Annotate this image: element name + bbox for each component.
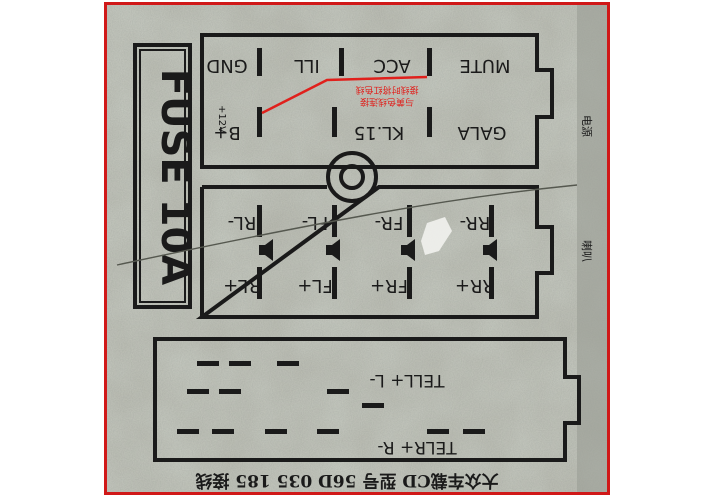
pin-label-ill: ILL [294, 55, 319, 76]
footer-caption: 大众车载CD 型号 56D 035 185 接线 [195, 470, 498, 491]
power-block-outline [200, 33, 554, 169]
pin-label-mute: MUTE [459, 55, 510, 76]
voltage-note: +12V [216, 105, 227, 133]
pin-label-rl-plus: RL+ [223, 275, 261, 296]
pin-label-acc: ACC [373, 55, 410, 76]
lower-block-outline [153, 337, 581, 462]
paint-chip [421, 217, 452, 255]
speaker-icon [483, 239, 497, 261]
side-label-power: 电源 [580, 115, 594, 137]
annotation-line-2: 与黄色线连接 [360, 96, 414, 108]
scratch-line [116, 184, 578, 266]
right-edge-shadow [577, 5, 607, 492]
annotation-line-1: 接线时将红色线 [355, 84, 418, 96]
speaker-icon [326, 239, 340, 261]
pin-label-fl-plus: FL+ [297, 275, 332, 296]
connector-label-photo: FUSE 10A GND ILL ACC MUTE B+ KL.15 GALA … [104, 2, 610, 495]
speaker-icon [401, 239, 415, 261]
red-annotation: 接线时将红色线 与黄色线连接 [261, 75, 428, 115]
pin-label-fr-minus: FR- [375, 212, 404, 233]
speaker-block-outline [195, 185, 554, 319]
lower-block-pins [177, 361, 485, 434]
pin-label-gala: GALA [457, 122, 507, 143]
pin-label-rl-minus: RL- [228, 212, 257, 233]
pin-label-b-plus: B+ [213, 122, 240, 143]
pin-label-fl-minus: FL- [302, 212, 329, 233]
power-pins [257, 48, 432, 137]
pin-label-kl15: KL.15 [354, 122, 404, 143]
pin-label-fr-plus: FR+ [370, 275, 408, 296]
center-mounting-circle [326, 151, 378, 203]
lower-label-tell: TELL+ L- [369, 370, 445, 390]
speaker-icon [259, 239, 273, 261]
lower-label-telr: TELR+ R- [377, 437, 457, 457]
pin-label-gnd: GND [206, 55, 247, 76]
pin-label-rr-minus: RR- [460, 212, 491, 233]
pin-label-rr-plus: RR+ [455, 275, 495, 296]
side-label-speaker: 喇叭 [580, 240, 594, 262]
speaker-icons [259, 239, 497, 261]
connector-label-graphic: FUSE 10A GND ILL ACC MUTE B+ KL.15 GALA … [107, 5, 607, 492]
